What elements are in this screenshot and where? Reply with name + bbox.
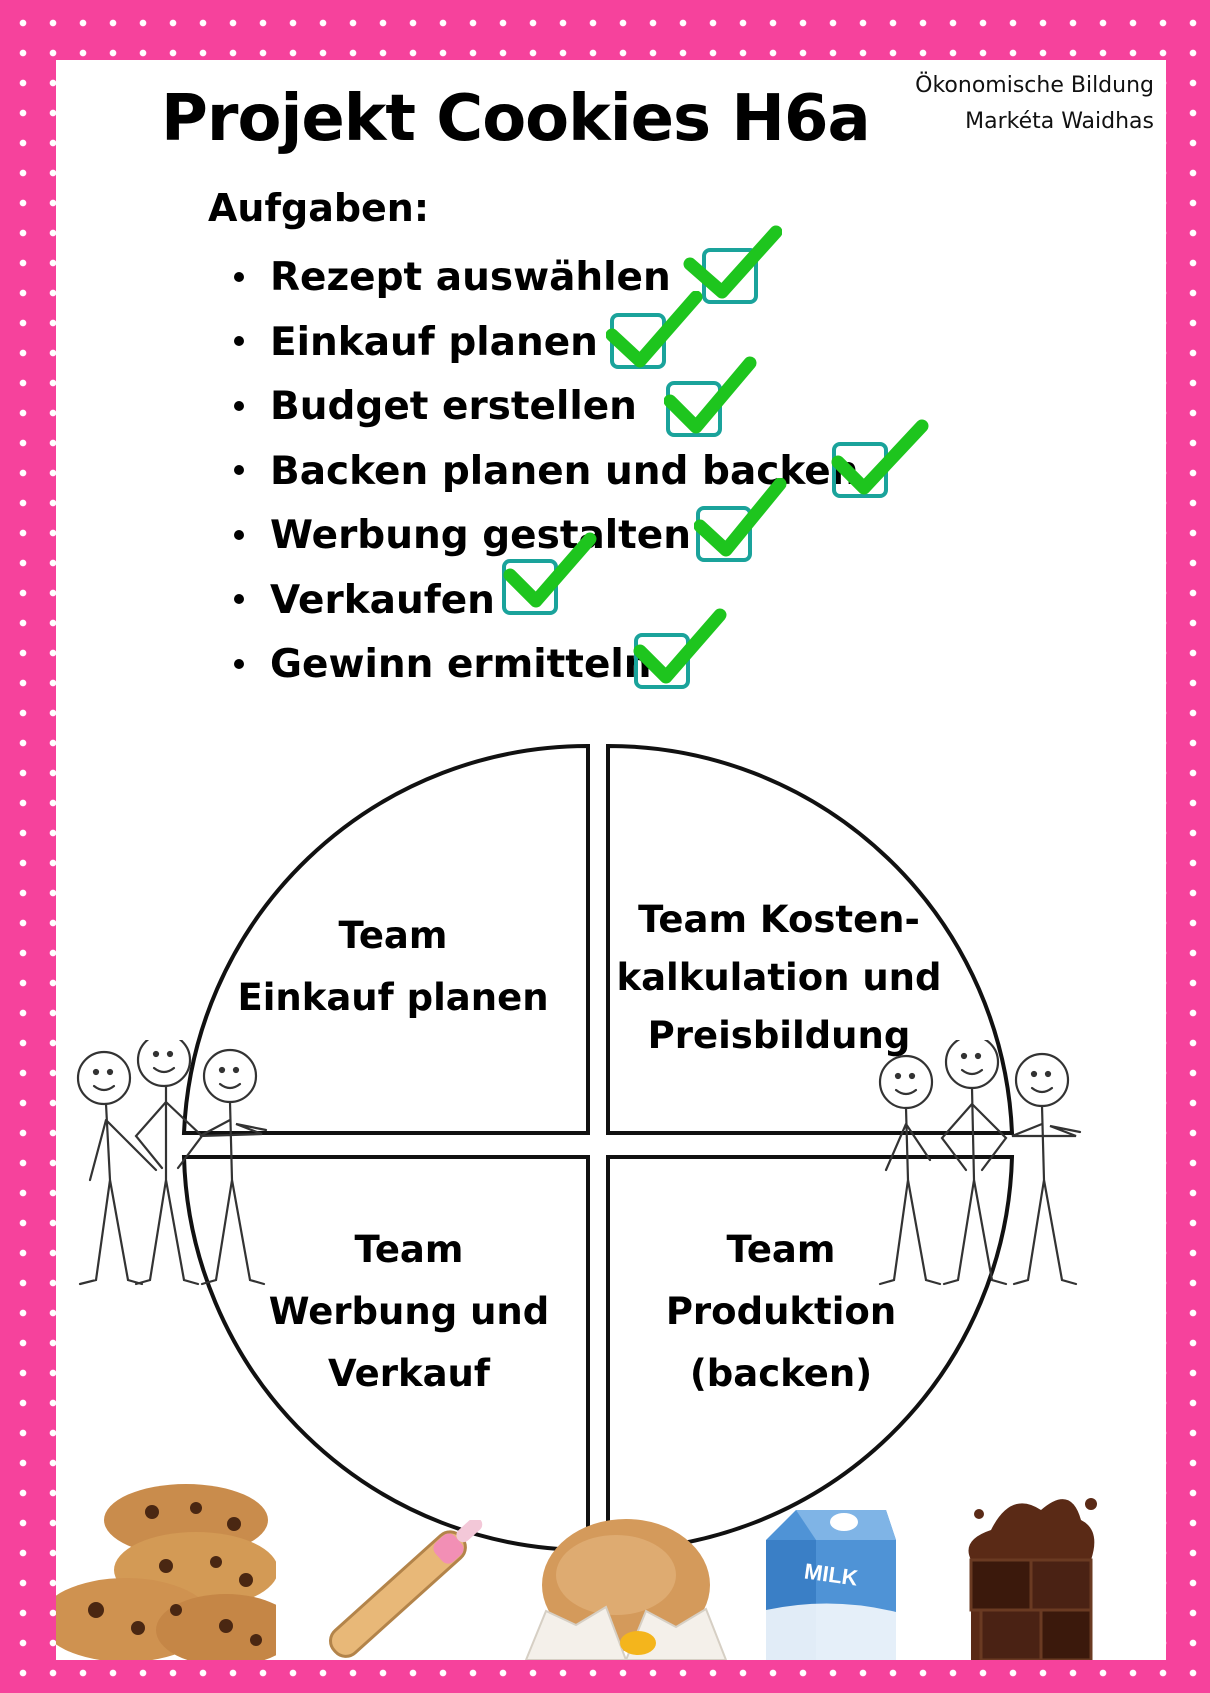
- quadrant-bottom-left: [181, 1155, 590, 1553]
- tasks-heading: Aufgaben:: [208, 186, 430, 230]
- team-produktion-line: Produktion: [665, 1290, 897, 1333]
- bullet-icon: [234, 594, 244, 604]
- quadrant-top-left: [181, 743, 590, 1135]
- credit-author: Markéta Waidhas: [965, 109, 1154, 134]
- task-item: Verkaufen: [234, 532, 859, 634]
- task-label: Rezept auswählen: [270, 255, 671, 300]
- team-einkauf-line: Team: [338, 914, 448, 957]
- stick-figure-group-left: [76, 1040, 268, 1286]
- checkmark-icon: [683, 225, 782, 304]
- checkmark-icon: [606, 290, 703, 369]
- task-item: Gewinn ermitteln: [234, 608, 859, 698]
- team-werbung-line: Werbung und: [268, 1290, 550, 1333]
- task-label: Gewinn ermitteln: [270, 642, 652, 687]
- team-produktion-line: Team: [726, 1228, 836, 1271]
- credit-subject: Ökonomische Bildung: [915, 73, 1154, 98]
- bullet-icon: [234, 271, 244, 282]
- team-werbung-label: Team Werbung und Verkauf: [244, 1219, 574, 1405]
- bullet-icon: [234, 529, 244, 540]
- team-produktion-line: (backen): [689, 1352, 873, 1395]
- checkmark-icon: [694, 478, 787, 562]
- milk-carton-icon: MILK: [766, 1510, 896, 1660]
- team-kalkulation-line: Team Kosten-: [638, 898, 920, 941]
- team-einkauf-line: Einkauf planen: [237, 976, 549, 1019]
- team-einkauf-label: Team Einkauf planen: [228, 905, 558, 1029]
- cookie-icon: [56, 1484, 276, 1660]
- task-label: Einkauf planen: [270, 319, 598, 365]
- task-label: Werbung gestalten: [270, 513, 692, 558]
- task-item: Werbung gestalten: [234, 478, 859, 569]
- page-title: Projekt Cookies H6a: [161, 82, 871, 156]
- stick-figure-group-right: [878, 1040, 1082, 1286]
- bullet-icon: [234, 658, 244, 669]
- team-werbung-line: Team: [354, 1228, 464, 1271]
- poster: Projekt Cookies H6a Ökonomische Bildung …: [56, 60, 1166, 1660]
- task-label: Verkaufen: [270, 577, 495, 623]
- team-werbung-line: Verkauf: [328, 1352, 490, 1395]
- checkmark-icon: [633, 608, 727, 689]
- checkmark-icon: [664, 356, 757, 437]
- checkmark-icon: [502, 532, 597, 615]
- team-kalkulation-line: Preisbildung: [647, 1014, 911, 1057]
- team-kalkulation-label: Team Kosten- kalkulation und Preisbildun…: [614, 891, 944, 1065]
- task-label: Backen planen und backen: [270, 448, 859, 494]
- task-label: Budget erstellen: [270, 384, 637, 429]
- task-list: Rezept auswählen Einkauf planen Budget e…: [234, 225, 929, 698]
- team-produktion-label: Team Produktion (backen): [616, 1219, 946, 1405]
- quadrant-bottom-right: [606, 1155, 1015, 1553]
- bullet-icon: [234, 336, 244, 346]
- task-item: Budget erstellen: [234, 356, 859, 440]
- checkmark-icon: [831, 419, 929, 498]
- bullet-icon: [234, 400, 244, 411]
- rolling-pin-icon: [329, 1520, 483, 1658]
- bullet-icon: [234, 465, 244, 475]
- task-item: Backen planen und backen: [234, 419, 929, 505]
- team-kalkulation-line: kalkulation und: [616, 956, 942, 999]
- task-item: Rezept auswählen: [234, 225, 859, 311]
- task-item: Einkauf planen: [234, 290, 859, 376]
- egg-icon: [524, 1519, 728, 1660]
- team-pie-diagram: [181, 743, 1015, 1553]
- quadrant-top-right: [606, 743, 1015, 1135]
- credit: Ökonomische Bildung Markéta Waidhas: [915, 68, 1154, 140]
- chocolate-icon: [968, 1498, 1097, 1660]
